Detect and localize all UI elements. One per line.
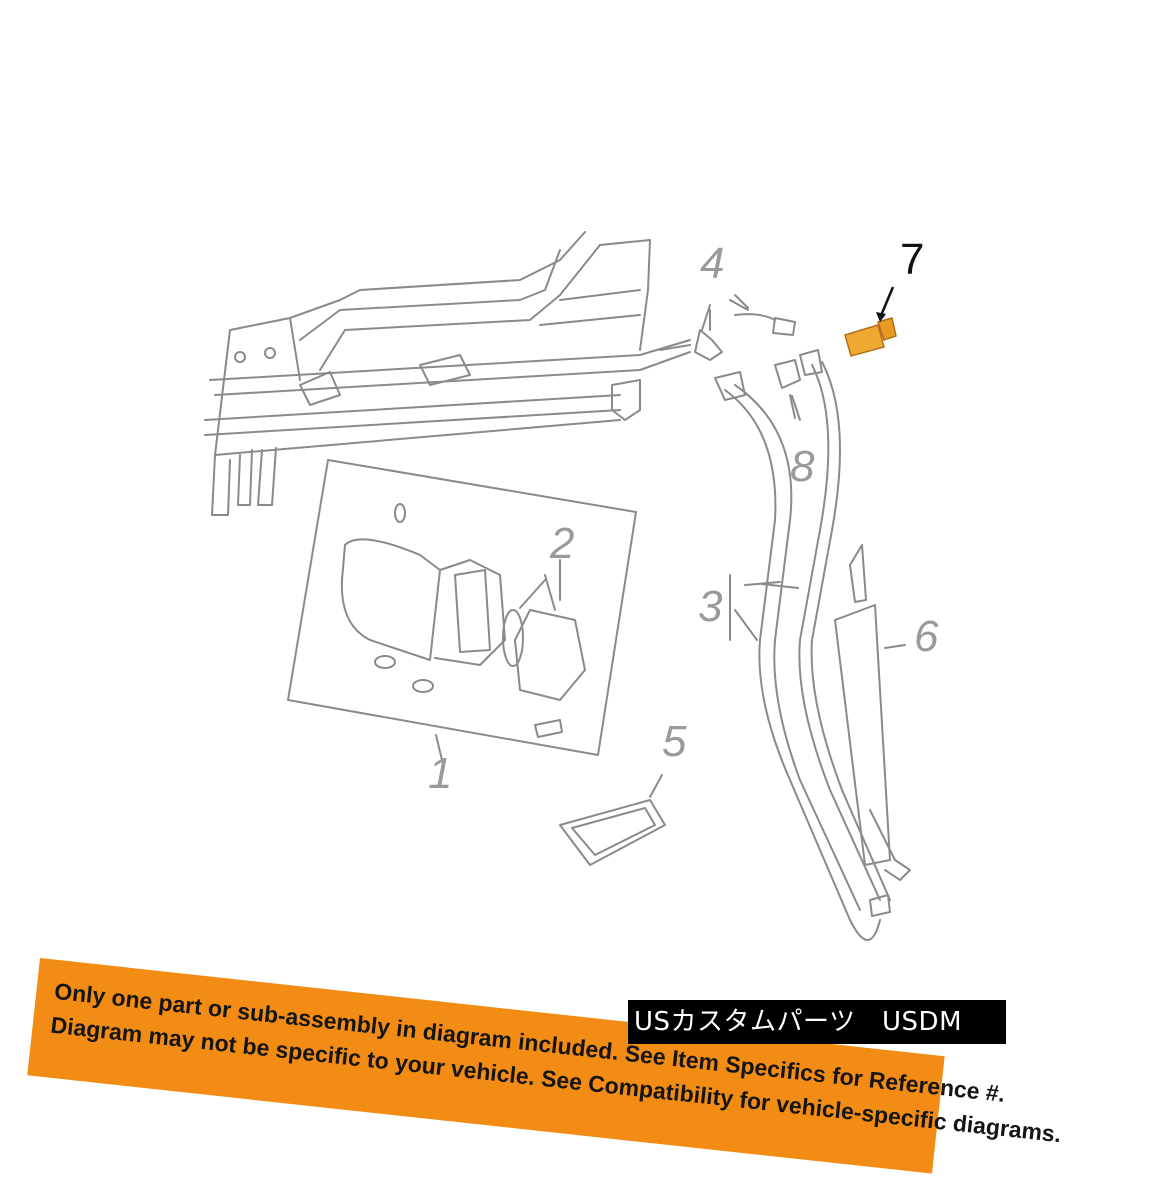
part-4-connector-pigtail [659, 299, 796, 361]
callout-6: 6 [914, 612, 939, 661]
callout-7: 7 [900, 235, 925, 284]
part-5-cover [559, 774, 666, 866]
seller-watermark: USカスタムパーツ USDM [628, 1000, 1006, 1044]
callout-leader-lines [701, 294, 801, 589]
part-7-highlighted-bulb-socket [844, 286, 897, 357]
callout-4: 4 [700, 239, 725, 288]
callout-3: 3 [698, 582, 723, 631]
part-1-lamp-kit-box [287, 459, 637, 761]
callout-8: 8 [790, 442, 815, 491]
callout-1: 1 [428, 749, 453, 798]
callout-5: 5 [662, 717, 687, 766]
vehicle-frame-drawing [204, 231, 691, 516]
part-6-lift-support [834, 544, 911, 917]
callout-2: 2 [550, 519, 575, 568]
part-8-grommet [774, 359, 801, 419]
parts-diagram [204, 231, 911, 941]
part-3-wiring-harness [714, 349, 891, 941]
